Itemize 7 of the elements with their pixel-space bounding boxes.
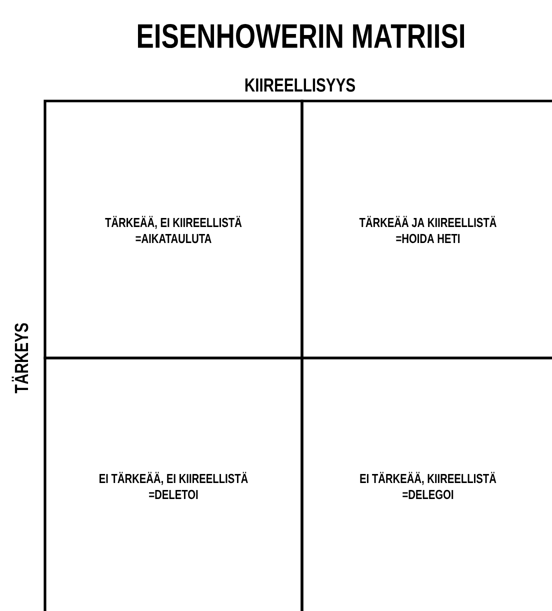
quadrant-box: TÄRKEÄÄ, EI KIIREELLISTÄ =AIKATAULUTA <box>44 100 304 360</box>
axis-label: TÄRKEYS <box>12 323 28 394</box>
title: EISENHOWERIN MATRIISI <box>138 24 464 48</box>
quadrant-box: EI TÄRKEÄÄ, EI KIIREELLISTÄ =DELETOI <box>44 356 304 611</box>
axis-label: KIIREELLISYYS <box>245 78 355 92</box>
quadrant-box: TÄRKEÄÄ JA KIIREELLISTÄ =HOIDA HETI <box>300 100 552 360</box>
quadrant-box: EI TÄRKEÄÄ, KIIREELLISTÄ =DELEGOI <box>300 356 552 611</box>
